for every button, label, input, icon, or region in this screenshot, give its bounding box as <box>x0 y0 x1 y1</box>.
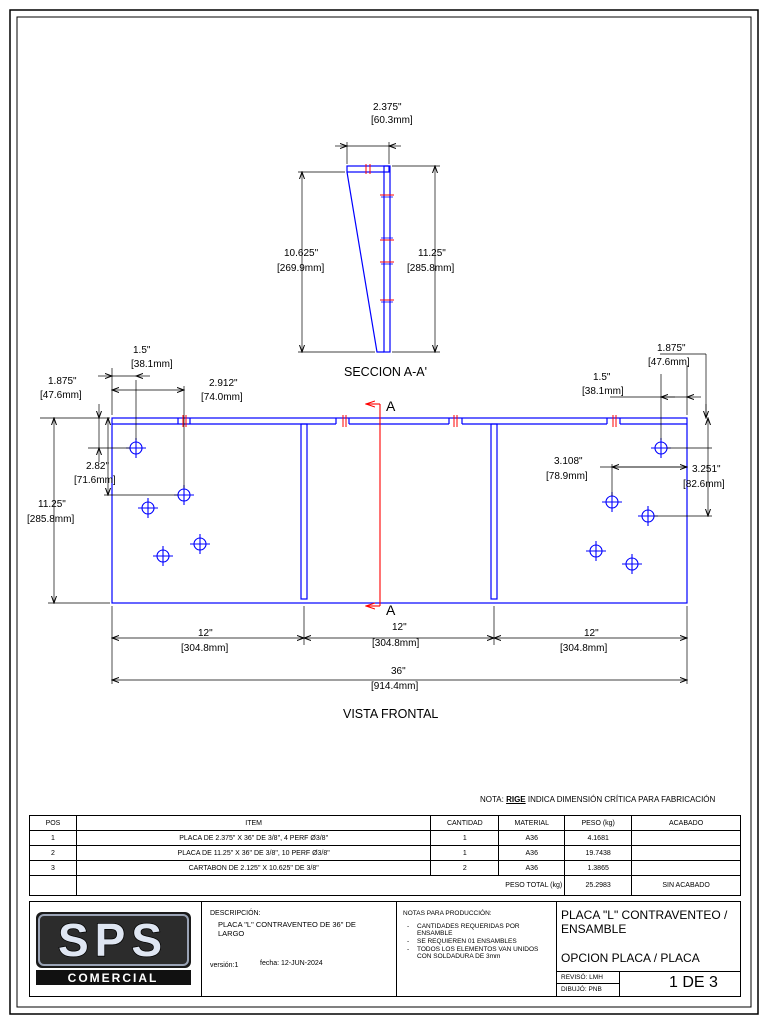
dim-s1-mm: [304.8mm] <box>181 643 228 654</box>
logo-cell <box>30 902 202 996</box>
dim-d1: 1.5" <box>133 345 151 356</box>
dim-s2: 12" <box>392 622 407 633</box>
drawing-title: PLACA "L" CONTRAVENTEO / ENSAMBLE <box>561 908 728 936</box>
gusset-left <box>300 423 308 600</box>
production-notes-label: NOTAS PARA PRODUCCIÓN: <box>403 910 492 917</box>
bom-header: PESO (kg) <box>564 815 633 831</box>
section-label-bottom: A <box>386 602 396 618</box>
dim-s3: 12" <box>584 628 599 639</box>
description-cell: DESCRIPCIÓN: PLACA "L" CONTRAVENTEO DE 3… <box>202 902 397 996</box>
production-notes-cell: NOTAS PARA PRODUCCIÓN: CANTIDADES REQUER… <box>397 902 557 996</box>
dim-d8: 3.108" <box>554 456 583 467</box>
table-row: 1 PLACA DE 2.375" X 36" DE 3/8", 4 PERF … <box>29 830 741 846</box>
total-finish: SIN ACABADO <box>631 875 741 896</box>
version: versión:1 <box>210 962 239 969</box>
bom-header: ITEM <box>75 815 432 831</box>
list-item: CANTIDADES REQUERIDAS POR ENSAMBLE <box>407 923 550 937</box>
dim-d9: 3.251" <box>692 464 721 475</box>
dim-d4-mm: [71.6mm] <box>74 475 116 486</box>
description-value: PLACA "L" CONTRAVENTEO DE 36" DE LARGO <box>218 920 356 938</box>
total-value: 25.2983 <box>564 875 633 896</box>
logo-sub: COMERCIAL <box>68 971 159 985</box>
front-title: VISTA FRONTAL <box>343 707 438 721</box>
section-top-width: 2.375" <box>373 102 402 113</box>
dim-s2-mm: [304.8mm] <box>372 638 419 649</box>
dim-d5: 11.25" <box>38 499 66 510</box>
sheet-number: 1 DE 3 <box>669 974 718 991</box>
bom-header: CANTIDAD <box>430 815 500 831</box>
dim-d9-mm: [82.6mm] <box>683 479 725 490</box>
table-row: 2 PLACA DE 11.25" X 36" DE 3/8", 10 PERF… <box>29 845 741 861</box>
dim-d7-mm: [38.1mm] <box>582 386 624 397</box>
front-dimensions <box>40 353 712 684</box>
inner-border <box>16 16 752 1008</box>
dim-s3-mm: [304.8mm] <box>560 643 607 654</box>
dim-d3-mm: [74.0mm] <box>201 392 243 403</box>
sps-logo: SPS COMERCIAL <box>36 912 191 985</box>
bom-header: POS <box>29 815 77 831</box>
dim-d2: 1.875" <box>48 376 77 387</box>
drawn-by: DIBUJÓ: PNB <box>561 986 602 993</box>
dim-d5-mm: [285.8mm] <box>27 514 74 525</box>
production-notes-list: CANTIDADES REQUERIDAS POR ENSAMBLE SE RE… <box>403 923 550 960</box>
dim-d3: 2.912" <box>209 378 238 389</box>
cutting-plane <box>366 404 381 606</box>
bom-header-row: POS ITEM CANTIDAD MATERIAL PESO (kg) ACA… <box>29 815 741 831</box>
title-cell: PLACA "L" CONTRAVENTEO / ENSAMBLE OPCION… <box>557 902 740 996</box>
section-title: SECCION A-A' <box>344 365 427 379</box>
reviewed-by: REVISÓ: LMH <box>561 974 603 981</box>
list-item: SE REQUIEREN 01 ENSAMBLES <box>407 938 550 945</box>
list-item: TODOS LOS ELEMENTOS VAN UNIDOS CON SOLDA… <box>407 946 550 960</box>
section-left-height: 10.625" <box>284 248 319 259</box>
dim-d6: 1.875" <box>657 343 686 354</box>
bill-of-materials: POS ITEM CANTIDAD MATERIAL PESO (kg) ACA… <box>29 815 741 896</box>
section-left-height-mm: [269.9mm] <box>277 263 324 274</box>
description-label: DESCRIPCIÓN: <box>210 910 261 917</box>
dim-s1: 12" <box>198 628 213 639</box>
section-view <box>346 164 394 353</box>
holes <box>126 438 671 574</box>
total-label: PESO TOTAL (kg) <box>430 875 566 896</box>
section-gusset <box>346 171 384 353</box>
gusset-right <box>490 423 498 600</box>
dim-d6-mm: [47.6mm] <box>648 357 690 368</box>
section-label-top: A <box>386 398 396 414</box>
critical-dimension-note: NOTA: RIGE INDICA DIMENSIÓN CRÍTICA PARA… <box>480 795 716 804</box>
drawing-subtitle: OPCION PLACA / PLACA <box>561 951 700 965</box>
outer-border <box>9 9 759 1015</box>
dim-total-mm: [914.4mm] <box>371 681 418 692</box>
section-right-height-mm: [285.8mm] <box>407 263 454 274</box>
section-dimensions <box>298 142 440 352</box>
date: fecha: 12-JUN-2024 <box>260 960 323 967</box>
section-top-width-mm: [60.3mm] <box>371 115 413 126</box>
dim-d8-mm: [78.9mm] <box>546 471 588 482</box>
bom-total-row: PESO TOTAL (kg) 25.2983 SIN ACABADO <box>29 875 741 896</box>
dim-d2-mm: [47.6mm] <box>40 390 82 401</box>
bom-header: MATERIAL <box>498 815 566 831</box>
table-row: 3 CARTABON DE 2.125" X 10.625" DE 3/8" 2… <box>29 860 741 876</box>
dim-d4: 2.82" <box>86 461 109 472</box>
title-block: DESCRIPCIÓN: PLACA "L" CONTRAVENTEO DE 3… <box>29 901 741 997</box>
bom-header: ACABADO <box>631 815 741 831</box>
dim-d7: 1.5" <box>593 372 611 383</box>
dim-total: 36" <box>391 666 406 677</box>
section-right-height: 11.25" <box>418 248 446 259</box>
section-web <box>383 165 391 353</box>
front-view <box>111 417 688 604</box>
logo-text: SPS <box>58 914 168 966</box>
main-plate <box>111 417 688 604</box>
section-flange <box>346 165 390 173</box>
dim-d1-mm: [38.1mm] <box>131 359 173 370</box>
